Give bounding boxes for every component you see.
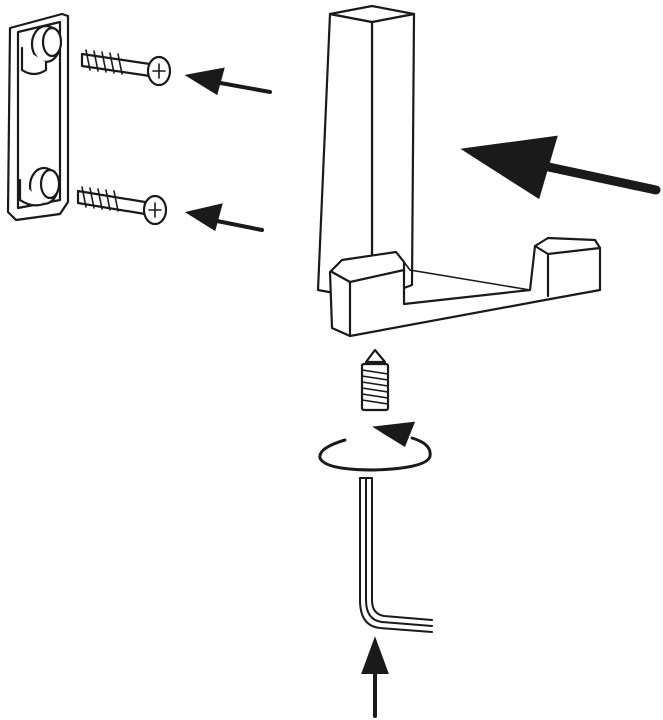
screw-bottom [76,186,168,226]
rotation-arrow [318,421,432,472]
screw-top [80,49,172,87]
set-screw [360,348,390,412]
wall-bracket [6,12,70,222]
hex-key [359,477,433,633]
arrow-bottom-screw [184,203,264,232]
arrow-hex-key [361,636,389,718]
arrow-hook [460,135,661,200]
arrow-top-screw [184,67,272,96]
double-hook [316,4,602,338]
